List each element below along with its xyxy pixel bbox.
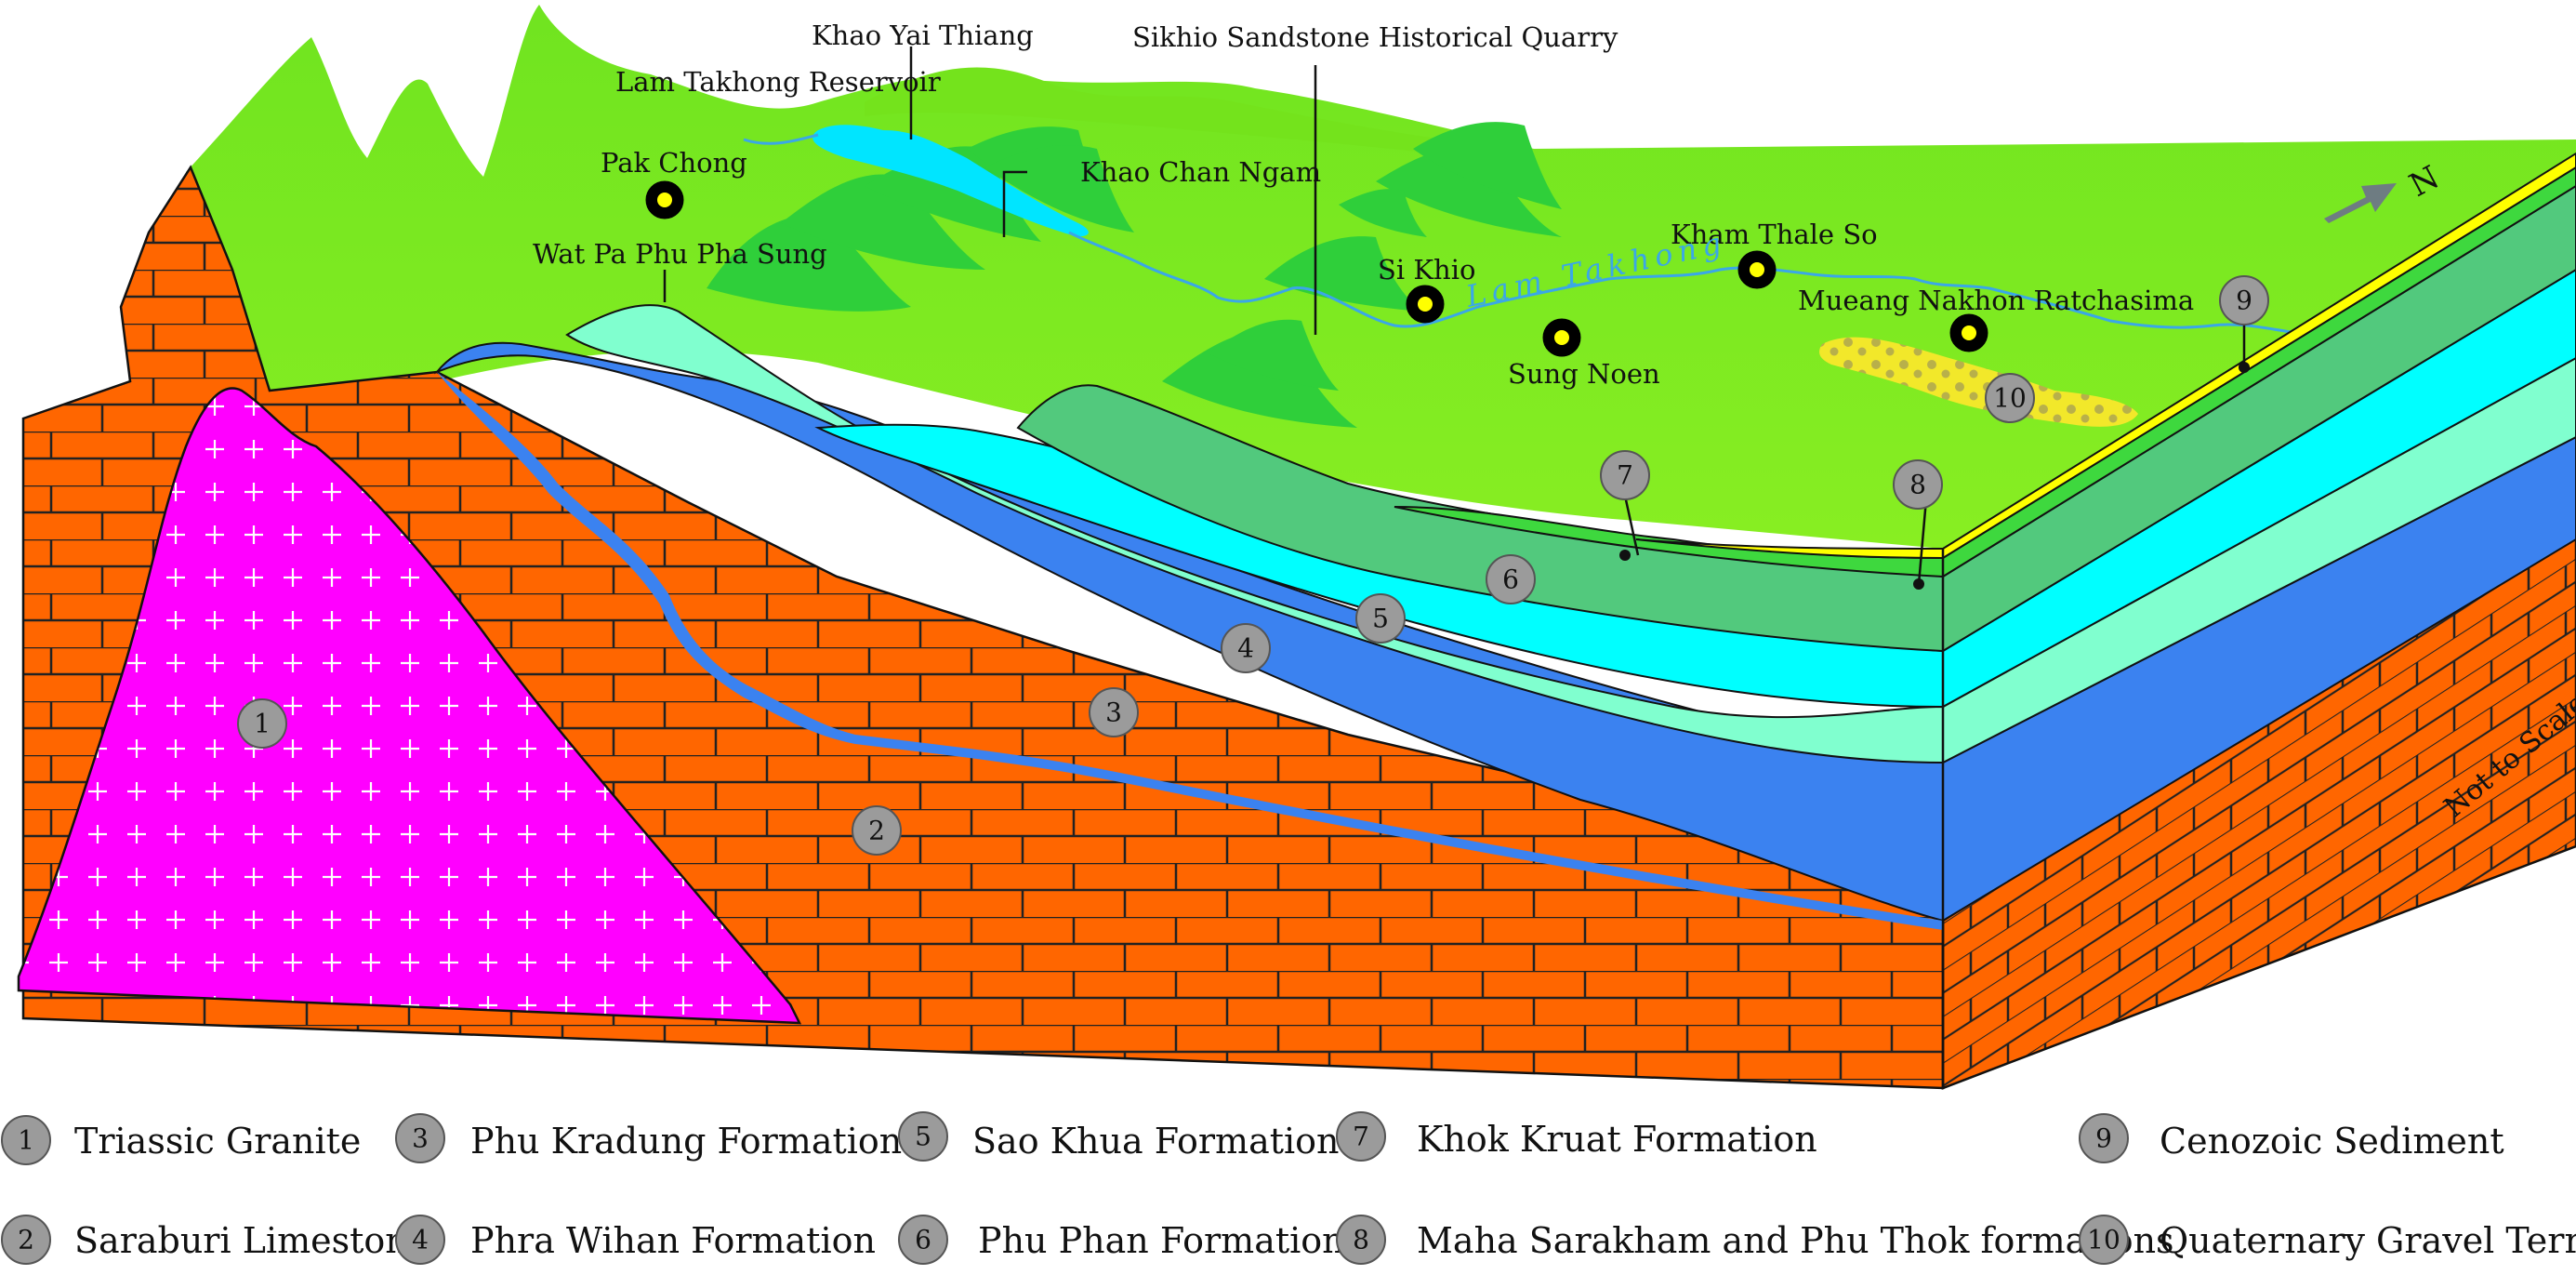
label-lam-takhong-reservoir: Lam Takhong Reservoir xyxy=(615,66,941,98)
svg-text:Maha Sarakham and Phu Thok for: Maha Sarakham and Phu Thok formations xyxy=(1417,1220,2174,1261)
legend-item-7: 7 Khok Kruat Formation xyxy=(1336,1111,1817,1162)
svg-text:Quaternary Gravel Terrace: Quaternary Gravel Terrace xyxy=(2160,1220,2576,1261)
marker-4: 4 xyxy=(1221,623,1271,673)
svg-text:Saraburi Limestone: Saraburi Limestone xyxy=(74,1220,429,1261)
marker-5: 5 xyxy=(1355,593,1406,644)
north-arrow-icon xyxy=(2324,183,2397,223)
legend-item-4: 4 Phra Wihan Formation xyxy=(395,1215,876,1265)
marker-9: 9 xyxy=(2219,275,2269,325)
legend-item-2: 2 Saraburi Limestone xyxy=(1,1215,429,1265)
marker-8: 8 xyxy=(1893,459,1943,510)
distant-ridge xyxy=(865,67,1525,163)
label-mueang-nakhon-ratchasima: Mueang Nakhon Ratchasima xyxy=(1798,285,2194,316)
svg-text:7: 7 xyxy=(1617,460,1633,491)
svg-text:5: 5 xyxy=(915,1122,931,1152)
svg-text:Phu Kradung Formation: Phu Kradung Formation xyxy=(470,1121,902,1162)
svg-text:10: 10 xyxy=(2087,1225,2120,1255)
svg-text:9: 9 xyxy=(2236,286,2252,316)
lam-takhong-reservoir-shape xyxy=(812,125,1089,237)
marker-10: 10 xyxy=(1985,373,2035,423)
label-pak-chong: Pak Chong xyxy=(601,147,747,179)
hills xyxy=(707,122,1562,428)
marker-7: 7 xyxy=(1600,450,1650,500)
svg-text:6: 6 xyxy=(1502,564,1519,595)
granite-body xyxy=(17,387,802,1025)
label-khao-chan-ngam: Khao Chan Ngam xyxy=(1080,156,1321,188)
legend-item-6: 6 Phu Phan Formation xyxy=(898,1215,1345,1265)
label-sikhio-quarry: Sikhio Sandstone Historical Quarry xyxy=(1132,21,1618,53)
svg-text:Triassic Granite: Triassic Granite xyxy=(74,1121,361,1162)
legend-item-1: 1 Triassic Granite xyxy=(1,1115,361,1165)
svg-text:Phra Wihan Formation: Phra Wihan Formation xyxy=(470,1220,876,1261)
legend-item-10: 10 Quaternary Gravel Terrace xyxy=(2079,1215,2576,1265)
label-wat-pa-phu-pha-sung: Wat Pa Phu Pha Sung xyxy=(533,238,827,270)
legend-item-5: 5 Sao Khua Formation xyxy=(898,1111,1340,1162)
label-sung-noen: Sung Noen xyxy=(1508,358,1660,390)
svg-text:Khok Kruat Formation: Khok Kruat Formation xyxy=(1417,1119,1817,1160)
town-marker-mueang-nakhon-ratchasima xyxy=(1949,313,1988,352)
marker-1: 1 xyxy=(237,698,287,749)
svg-text:8: 8 xyxy=(1353,1225,1369,1255)
svg-text:2: 2 xyxy=(18,1225,34,1255)
svg-text:1: 1 xyxy=(18,1125,34,1156)
town-marker-si-khio xyxy=(1406,285,1445,324)
label-kham-thale-so: Kham Thale So xyxy=(1671,219,1878,250)
svg-text:4: 4 xyxy=(412,1225,429,1255)
gravel-terrace-shape xyxy=(1819,337,2138,427)
label-khao-yai-thiang: Khao Yai Thiang xyxy=(812,20,1034,51)
town-marker-sung-noen xyxy=(1542,318,1581,357)
svg-text:3: 3 xyxy=(412,1123,429,1154)
svg-text:6: 6 xyxy=(915,1225,931,1255)
legend-item-3: 3 Phu Kradung Formation xyxy=(395,1113,902,1163)
legend-item-9: 9 Cenozoic Sediment xyxy=(2079,1113,2504,1163)
svg-text:5: 5 xyxy=(1372,604,1389,634)
svg-text:10: 10 xyxy=(1993,383,2027,414)
svg-text:3: 3 xyxy=(1105,697,1122,728)
place-labels: Khao Yai Thiang Sikhio Sandstone Histori… xyxy=(533,20,2194,390)
legend-item-8: 8 Maha Sarakham and Phu Thok formations xyxy=(1336,1215,2174,1265)
svg-text:Cenozoic Sediment: Cenozoic Sediment xyxy=(2160,1121,2504,1162)
svg-text:1: 1 xyxy=(254,709,271,739)
marker-3: 3 xyxy=(1089,687,1139,737)
svg-text:Sao Khua Formation: Sao Khua Formation xyxy=(972,1121,1340,1162)
marker-2: 2 xyxy=(852,805,902,856)
town-marker-kham-thale-so xyxy=(1737,250,1777,289)
svg-text:Phu Phan Formation: Phu Phan Formation xyxy=(978,1220,1345,1261)
svg-text:4: 4 xyxy=(1237,633,1254,664)
svg-text:2: 2 xyxy=(868,816,885,846)
label-si-khio: Si Khio xyxy=(1378,254,1475,286)
svg-text:9: 9 xyxy=(2095,1123,2112,1154)
svg-text:7: 7 xyxy=(1353,1122,1369,1152)
svg-text:8: 8 xyxy=(1909,470,1926,500)
diagram-markers: 1 2 3 4 5 6 7 8 9 10 xyxy=(237,275,2269,856)
town-markers xyxy=(645,180,1988,357)
leader-lines xyxy=(663,46,2250,590)
marker-6: 6 xyxy=(1486,554,1536,604)
town-marker-pak-chong xyxy=(645,180,684,219)
